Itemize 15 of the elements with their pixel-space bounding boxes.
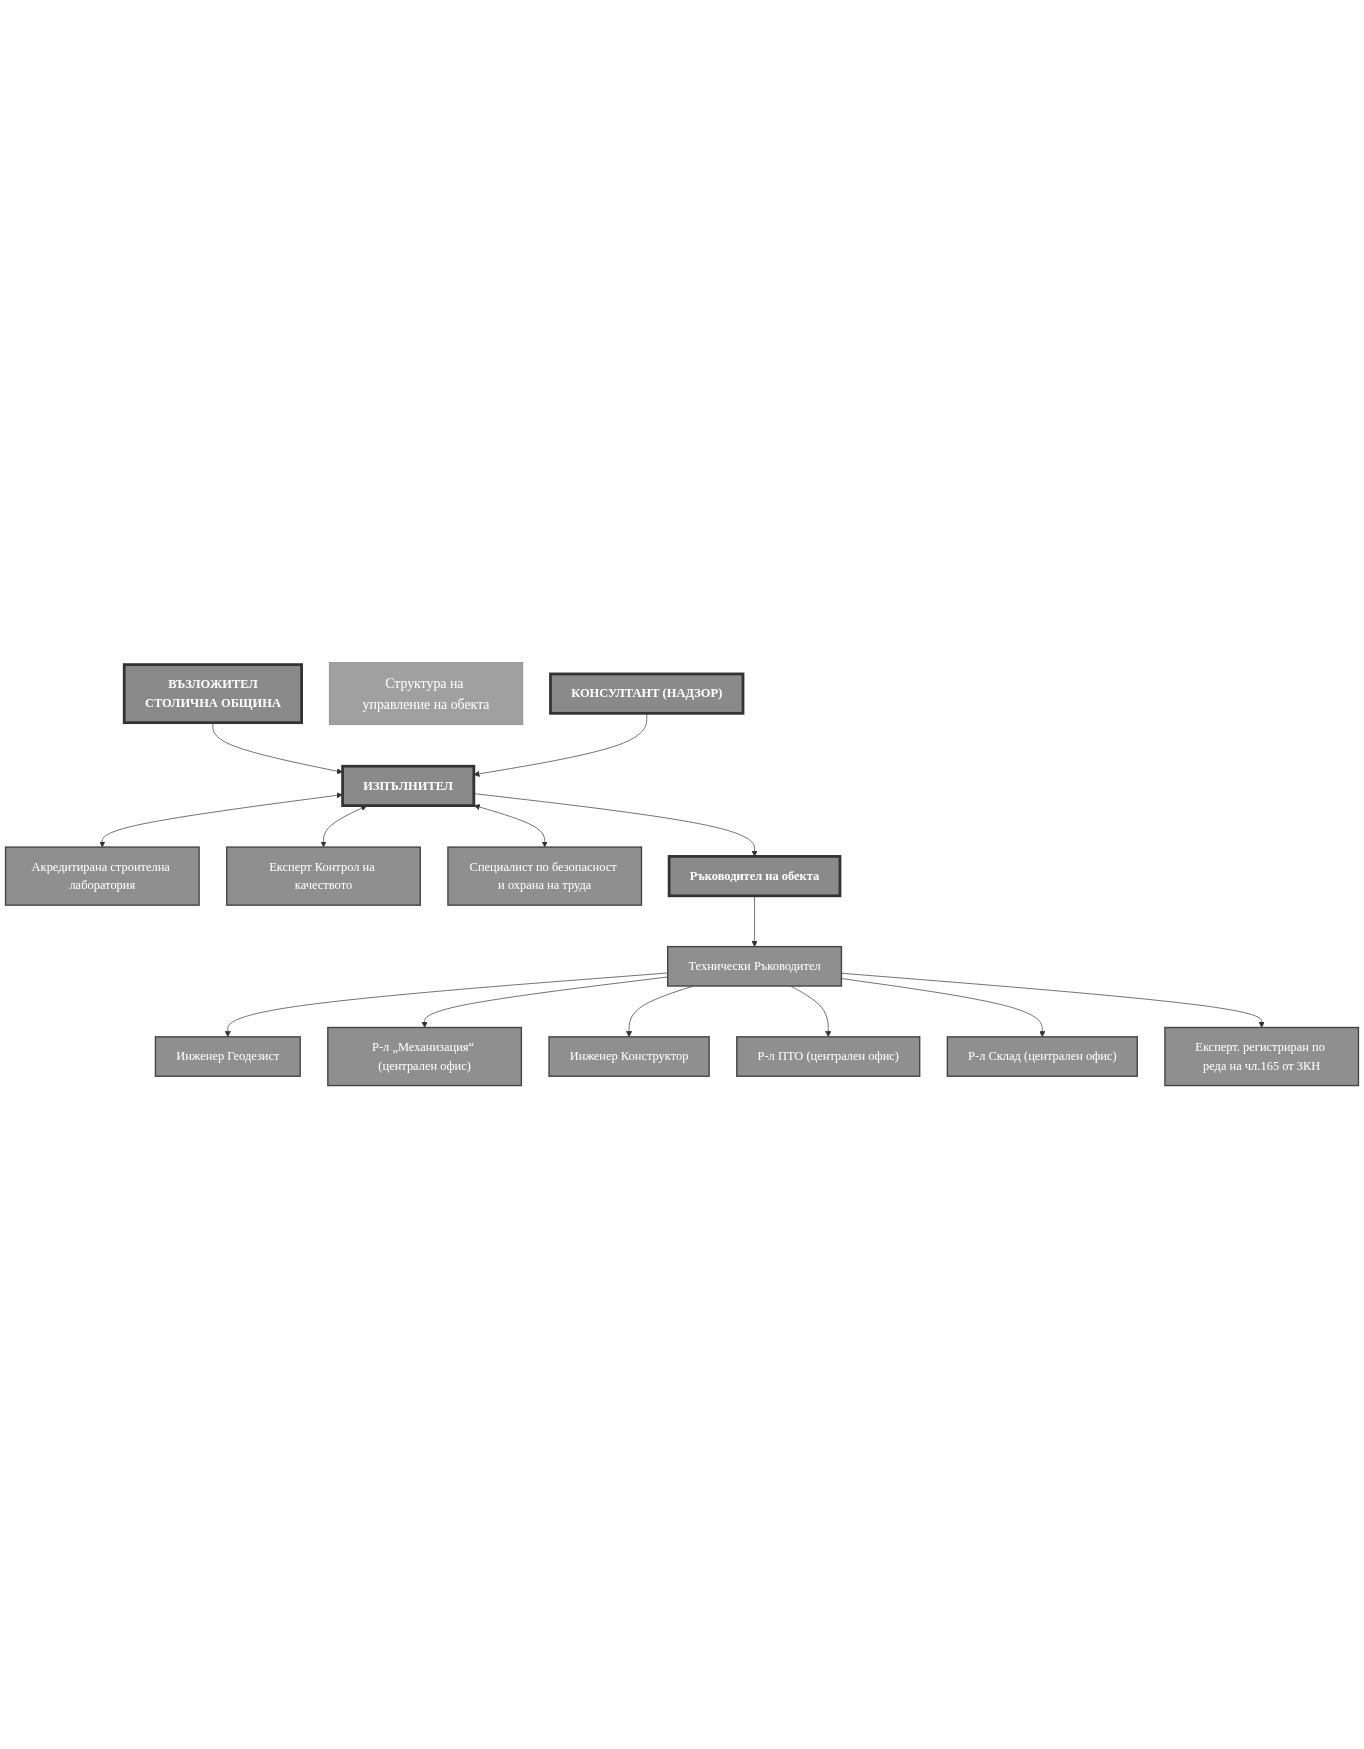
node-box: Експерт Контрол на качеството: [226, 846, 421, 907]
node-box: Структура на управление на обекта: [328, 662, 524, 726]
node-box: Р-л ПТО (централен офис): [736, 1036, 921, 1078]
node-box: Р-л Склад (централен офис): [946, 1036, 1138, 1078]
node-box: ИЗПЪЛНИТЕЛ: [341, 765, 476, 808]
node-box: ВЪЗЛОЖИТЕЛ СТОЛИЧНА ОБЩИНА: [122, 663, 303, 725]
node-box: Р-л „Механизация“ (централен офис): [327, 1027, 523, 1087]
node-box: Експерт. регистриран по реда на чл.165 от ЗКН: [1164, 1027, 1360, 1087]
node-box: Акредитирана строителна лаборатория: [4, 846, 200, 907]
node-box: Инженер Конструктор: [548, 1036, 710, 1078]
node-box: Инженер Геодезист: [154, 1036, 301, 1078]
node-box: Специалист по безопасност и охрана на труда: [447, 846, 643, 907]
node-box: Ръководител на обекта: [667, 855, 842, 898]
node-box: КОНСУЛТАНТ (НАДЗОР): [549, 673, 745, 716]
node-box: Технически Ръководител: [667, 946, 843, 988]
